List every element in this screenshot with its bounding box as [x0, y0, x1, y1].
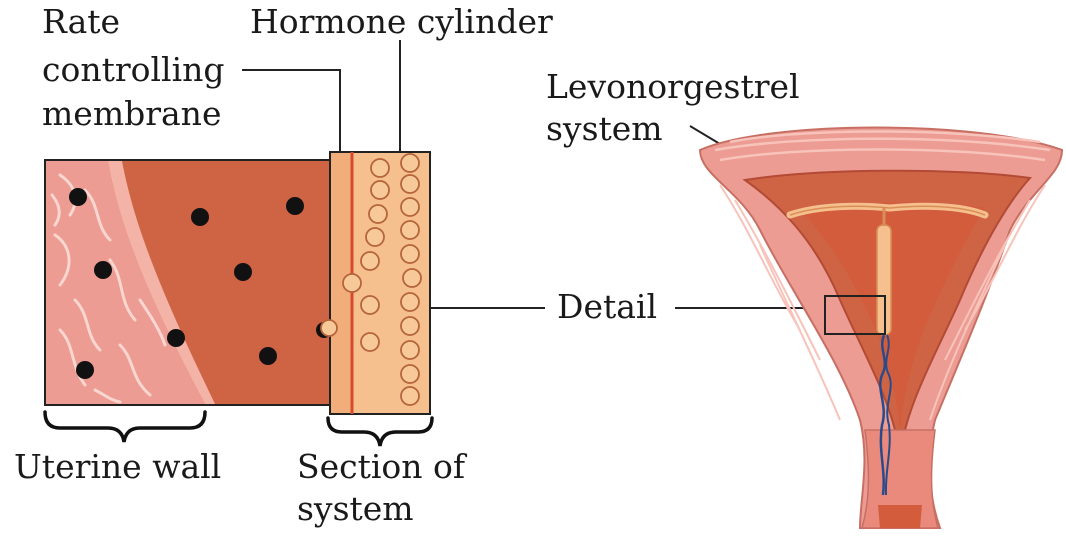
label-levonorgestrel-line1: Levonorgestrel [546, 68, 800, 105]
label-section-line1: Section of [297, 448, 465, 485]
section-brace [328, 418, 432, 446]
device-section [321, 152, 430, 414]
label-levonorgestrel-line2: system [546, 110, 663, 147]
label-rate-line3: membrane [42, 95, 221, 132]
uterine-wall-section [45, 160, 335, 405]
label-hormone-cylinder: Hormone cylinder [250, 3, 553, 40]
label-rate-line1: Rate [42, 3, 120, 40]
braces [45, 412, 432, 446]
label-detail: Detail [557, 288, 657, 325]
label-section-line2: system [297, 490, 414, 527]
uterus-illustration [700, 128, 1062, 529]
uterine-wall-brace [45, 412, 205, 442]
label-rate-line2: controlling [42, 51, 225, 88]
label-uterine-wall: Uterine wall [14, 448, 221, 485]
